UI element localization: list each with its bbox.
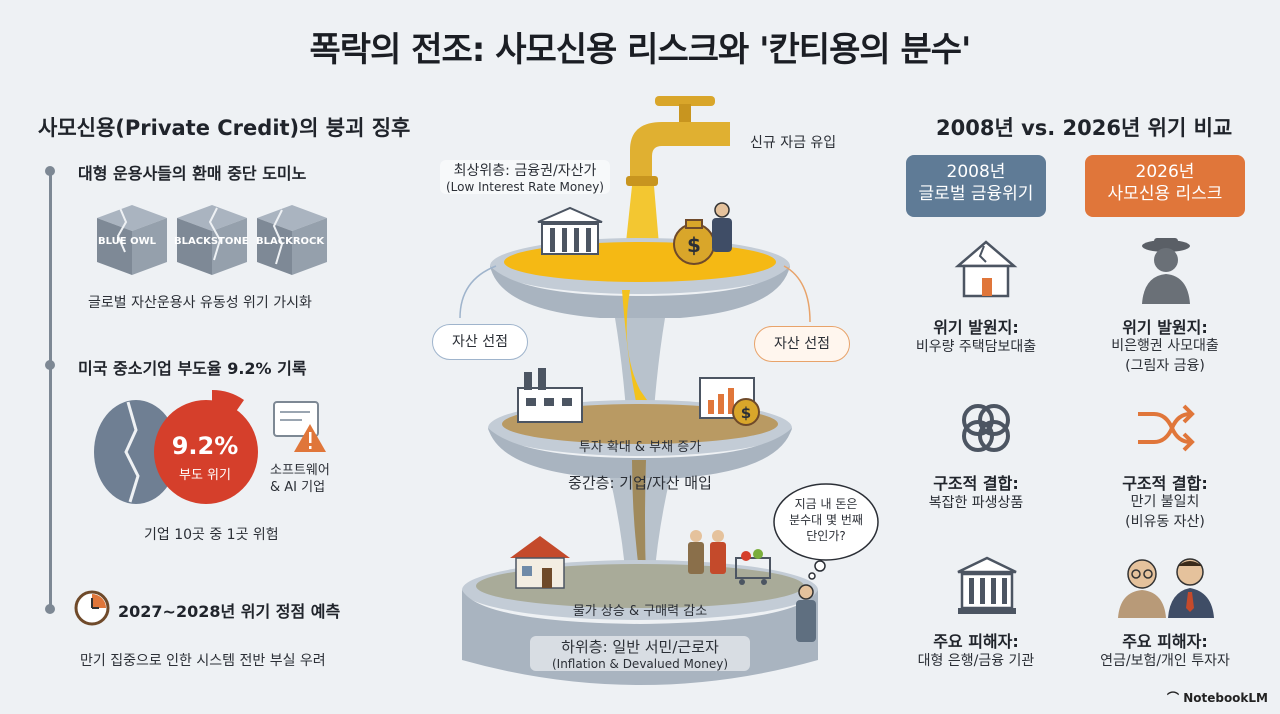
bottom-tier-label: 하위층: 일반 서민/근로자 xyxy=(561,638,719,656)
cube-icon xyxy=(97,205,167,275)
observer-icon xyxy=(796,584,816,642)
cube-icon xyxy=(177,205,247,275)
chart-dollar-icon: $ xyxy=(699,377,760,426)
thought-bubble xyxy=(772,480,880,580)
timeline-dot xyxy=(45,360,55,370)
bottom-basin-text: 물가 상승 & 구매력 감소 xyxy=(572,604,708,619)
timeline-dot xyxy=(45,166,55,176)
victim-value-2026: 연금/보험/개인 투자자 xyxy=(1100,653,1230,669)
left-heading: 사모신용(Private Credit)의 붕괴 징후 xyxy=(38,116,411,140)
callout-software-ai: 소프트웨어 & AI 기업 xyxy=(270,463,330,495)
house-icon xyxy=(510,536,570,589)
bottom-tier-label-box: 하위층: 일반 서민/근로자 (Inflation & Devalued Mon… xyxy=(530,636,750,671)
investor-icon xyxy=(712,202,732,252)
top-tier-label-box: 최상위층: 금융권/자산가 (Low Interest Rate Money) xyxy=(440,160,610,194)
bottom-tier-sublabel: (Inflation & Devalued Money) xyxy=(551,657,728,671)
brand-label: ⌒ NotebookLM xyxy=(1167,689,1268,706)
default-rate-pie xyxy=(88,389,258,510)
asset-preemption-pill-right: 자산 선점 xyxy=(754,326,850,362)
structure-title-2008: 구조적 결합: xyxy=(933,474,1019,493)
pie-label: 부도 위기 xyxy=(179,468,231,483)
pie-value: 9.2% xyxy=(171,432,239,460)
svg-text:$: $ xyxy=(687,233,701,257)
section3-caption: 만기 집중으로 인한 시스템 전반 부실 우려 xyxy=(80,653,326,669)
section3-title: 2027~2028년 위기 정점 예측 xyxy=(118,602,341,621)
brand-text: NotebookLM xyxy=(1183,691,1268,705)
bank-icon xyxy=(537,206,603,255)
badge-2026: 2026년 사모신용 리스크 xyxy=(1085,155,1245,217)
warning-software-icon xyxy=(272,400,328,456)
top-tier-sublabel: (Low Interest Rate Money) xyxy=(446,180,604,194)
section2-title: 미국 중소기업 부도율 9.2% 기록 xyxy=(78,359,307,378)
clock-icon xyxy=(74,590,110,626)
svg-text:$: $ xyxy=(741,404,751,422)
section2-caption: 기업 10곳 중 1곳 위험 xyxy=(144,527,279,543)
cube-label-blueowl: BLUE OWL xyxy=(98,236,156,247)
people-icon xyxy=(688,530,726,574)
money-bag-icon: $ xyxy=(673,219,715,265)
structure-value-2026: 만기 불일치 (비유동 자산) xyxy=(1125,494,1205,530)
interlocked-rings-icon xyxy=(956,398,1016,458)
cart-icon xyxy=(735,549,771,585)
asset-preemption-pill-left: 자산 선점 xyxy=(432,324,528,360)
cracked-house-icon xyxy=(954,236,1018,300)
cube-icon xyxy=(257,205,327,275)
crossing-arrows-icon xyxy=(1134,402,1198,454)
origin-value-2008: 비우량 주택담보대출 xyxy=(915,339,1037,355)
middle-bowl-text: 투자 확대 & 부채 증가 xyxy=(578,440,702,455)
top-tier-label: 최상위층: 금융권/자산가 xyxy=(453,163,597,179)
right-heading: 2008년 vs. 2026년 위기 비교 xyxy=(936,116,1233,140)
victim-title-2026: 주요 피해자: xyxy=(1122,632,1208,651)
notebooklm-logo-icon: ⌒ xyxy=(1167,691,1184,705)
origin-title-2026: 위기 발원지: xyxy=(1122,318,1208,337)
page-title: 폭락의 전조: 사모신용 리스크와 '칸티용의 분수' xyxy=(309,30,972,70)
badge-2008: 2008년 글로벌 금융위기 xyxy=(906,155,1046,217)
cube-label-blackstone: BLACKSTONE xyxy=(174,236,249,247)
timeline-line xyxy=(49,172,52,612)
origin-value-2026: 비은행권 사모대출 (그림자 금융) xyxy=(1111,338,1219,374)
top-bowl xyxy=(490,238,790,318)
cube-label-blackrock: BLACKROCK xyxy=(256,236,325,247)
victim-value-2008: 대형 은행/금융 기관 xyxy=(917,653,1035,669)
retiree-investors-icon xyxy=(1112,556,1222,618)
section1-caption: 글로벌 자산운용사 유동성 위기 가시화 xyxy=(88,295,312,311)
middle-tier-label: 중간층: 기업/자산 매입 xyxy=(568,474,712,492)
faucet-label: 신규 자금 유입 xyxy=(750,135,837,151)
structure-value-2008: 복잡한 파생상품 xyxy=(928,495,1024,511)
structure-title-2026: 구조적 결합: xyxy=(1122,474,1208,493)
thought-text: 지금 내 돈은 분수대 몇 번째 단인가? xyxy=(789,497,863,543)
fund-cubes xyxy=(92,200,332,280)
shadow-figure-icon xyxy=(1134,236,1198,304)
origin-title-2008: 위기 발원지: xyxy=(933,318,1019,337)
factory-icon xyxy=(517,368,583,423)
section1-title: 대형 운용사들의 환매 중단 도미노 xyxy=(78,164,307,183)
victim-title-2008: 주요 피해자: xyxy=(933,632,1019,651)
faucet-icon xyxy=(626,96,730,186)
bank-building-icon xyxy=(956,556,1018,616)
timeline-dot xyxy=(45,604,55,614)
